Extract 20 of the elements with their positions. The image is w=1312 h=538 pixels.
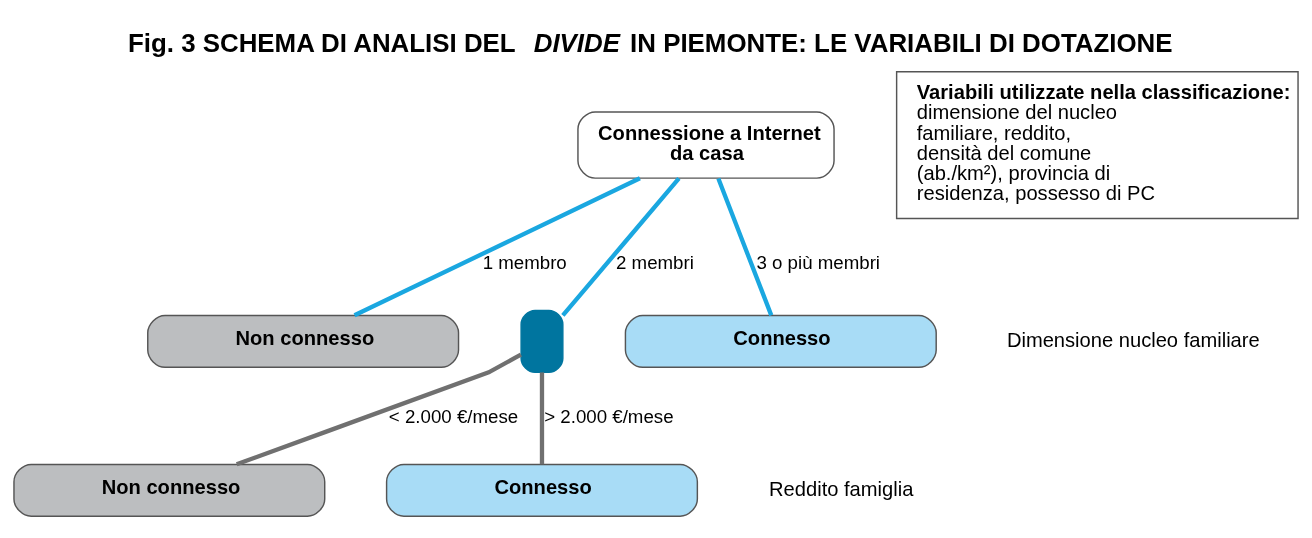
diagram-title: Fig. 3 SCHEMA DI ANALISI DEL DIVIDE IN PIEMONTE: LE VARIABILI DI DOTAZIONE [127,28,1173,57]
edge-label: > 2.000 €/mese [544,405,674,427]
node-box: Non connesso [147,314,460,368]
connector [235,352,522,466]
connector [353,175,641,317]
connector [539,371,545,464]
node-box [520,309,564,373]
node-box: Connesso [624,314,937,368]
node-box: Connesso [385,463,699,517]
edge-label: 2 membri [615,251,694,273]
label: Reddito famiglia [769,477,914,500]
edge-label: 3 o più membri [756,251,881,273]
edge-label: < 2.000 €/mese [388,405,519,427]
node-box: Non connesso [13,463,326,517]
label: Dimensione nucleo familiare [1006,328,1260,351]
edge-label: 1 membro [482,251,567,273]
connector [561,176,681,317]
connector [716,177,774,316]
node-box: Variabili utilizzate nella classificazione: dimensione del nucleo familiare, reddito, densità del comune (ab./km²), provincia di residenza, possesso di PC [895,70,1299,219]
node-box: Connessione a Internet da casa [577,110,835,179]
